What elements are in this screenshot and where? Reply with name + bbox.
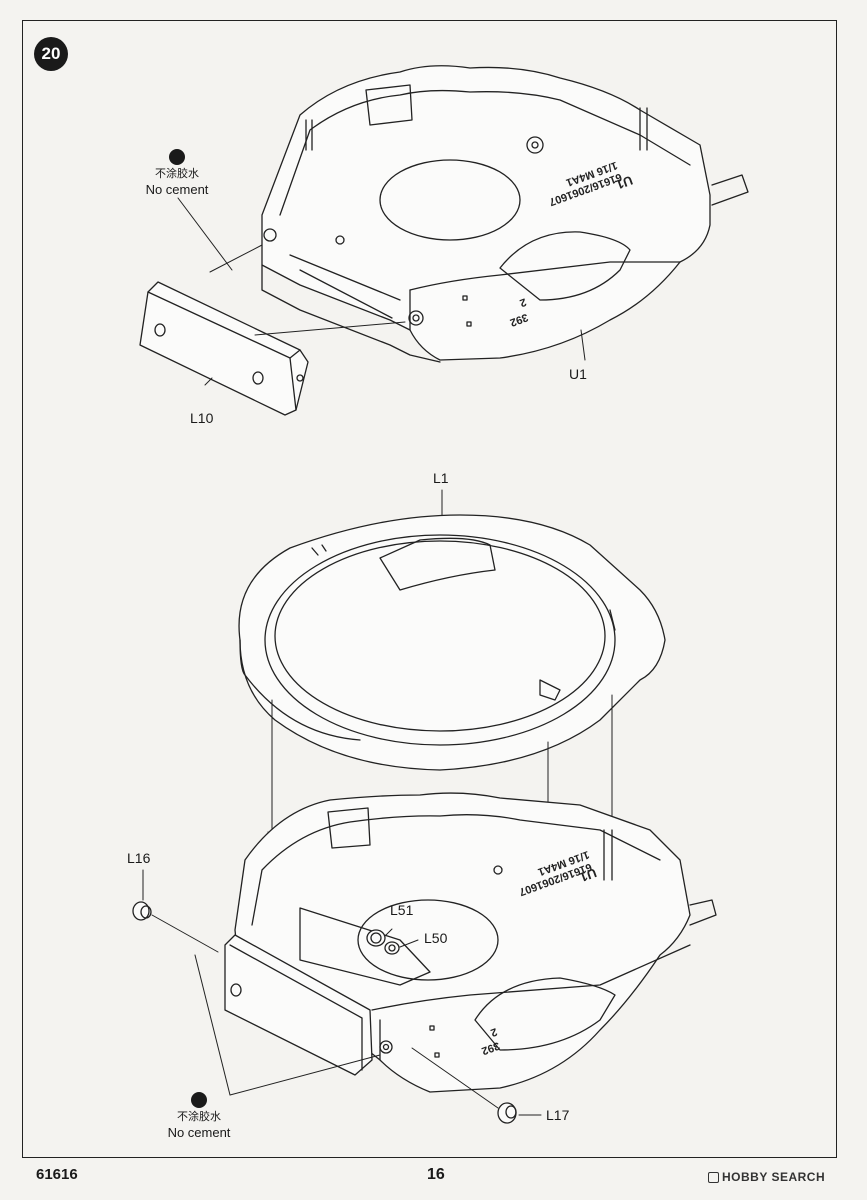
- watermark: HOBBY SEARCH: [708, 1170, 825, 1184]
- watermark-logo-icon: [708, 1172, 719, 1183]
- part-l17-pin: [497, 1102, 517, 1124]
- no-cement-cn: 不涂胶水: [155, 168, 199, 180]
- hull-marking-num-b-bottom: 392: [480, 1039, 501, 1057]
- hull-u1-bottom: [224, 792, 717, 1093]
- label-part-l1: L1: [433, 470, 449, 486]
- page-number: 16: [427, 1166, 445, 1183]
- hull-marking-title-bottom: U1: [578, 865, 599, 885]
- hull-marking-num-b-top: 392: [508, 311, 529, 329]
- leader-lines-bottom: [142, 869, 542, 1116]
- label-part-l51: L51: [390, 902, 414, 918]
- no-cement-en: No cement: [145, 182, 209, 197]
- part-l10-plate: [139, 281, 309, 416]
- no-cement-note-bottom: 不涂胶水 No cement: [157, 1092, 241, 1140]
- part-l16-pin: [132, 901, 152, 921]
- label-part-l17: L17: [546, 1107, 570, 1123]
- hull-marking-num-a-bottom: 2: [489, 1025, 499, 1038]
- product-code: 61616: [36, 1166, 78, 1183]
- no-glue-icon: [191, 1092, 207, 1108]
- label-part-l16: L16: [127, 850, 151, 866]
- no-glue-icon: [169, 149, 185, 165]
- leader-lines-top: [177, 197, 586, 386]
- label-part-l10: L10: [190, 410, 214, 426]
- step-number-badge: 20: [34, 37, 68, 71]
- no-cement-note-top: 不涂胶水 No cement: [135, 149, 219, 197]
- watermark-text: HOBBY SEARCH: [722, 1170, 826, 1184]
- page-frame: [22, 20, 837, 1158]
- no-cement-en: No cement: [167, 1125, 231, 1140]
- part-l1-turret-ring: [238, 514, 666, 771]
- hull-marking-num-a-top: 2: [518, 295, 528, 308]
- hull-u1-top: [261, 65, 749, 363]
- label-part-u1: U1: [569, 366, 587, 382]
- label-part-l50: L50: [424, 930, 448, 946]
- hull-marking-title-top: U1: [614, 173, 635, 193]
- no-cement-cn: 不涂胶水: [177, 1111, 221, 1123]
